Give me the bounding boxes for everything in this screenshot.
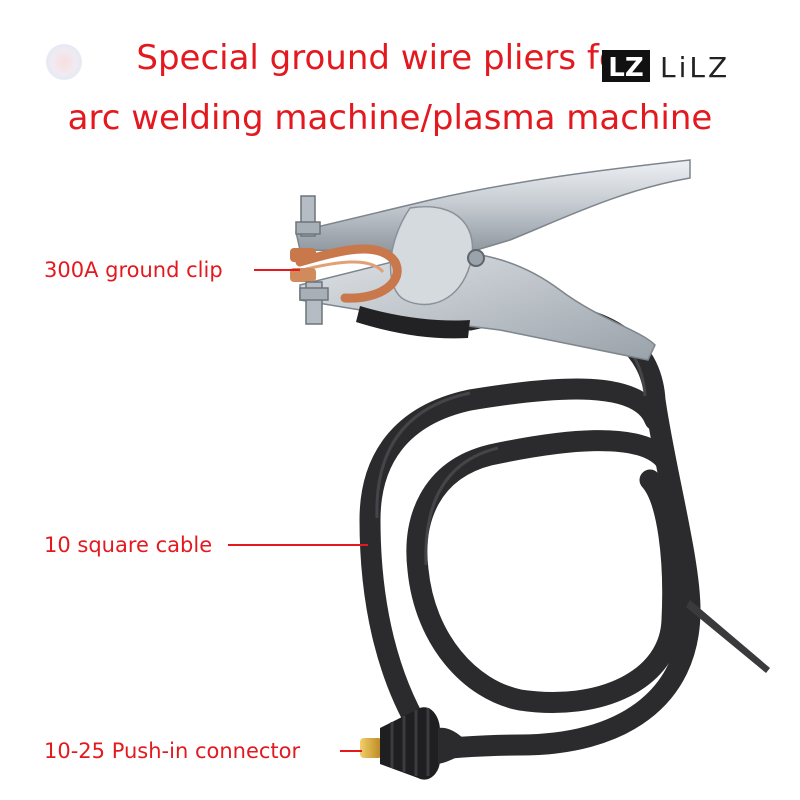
svg-text:LiLZ: LiLZ (660, 51, 730, 84)
brand-logo: LZ LiLZ (602, 50, 730, 84)
title-line-1: Special ground wire pliers for (136, 38, 634, 78)
label-ground-clip: 300A ground clip (44, 258, 223, 282)
svg-text:LZ: LZ (608, 53, 643, 83)
push-in-connector (360, 707, 470, 780)
watermark-stamp (46, 44, 82, 80)
label-cable: 10 square cable (44, 533, 213, 557)
ground-clamp (290, 159, 691, 361)
cable-tie (686, 600, 770, 673)
title-line-2: arc welding machine/plasma machine (67, 98, 713, 138)
label-connector: 10-25 Push-in connector (44, 739, 301, 763)
